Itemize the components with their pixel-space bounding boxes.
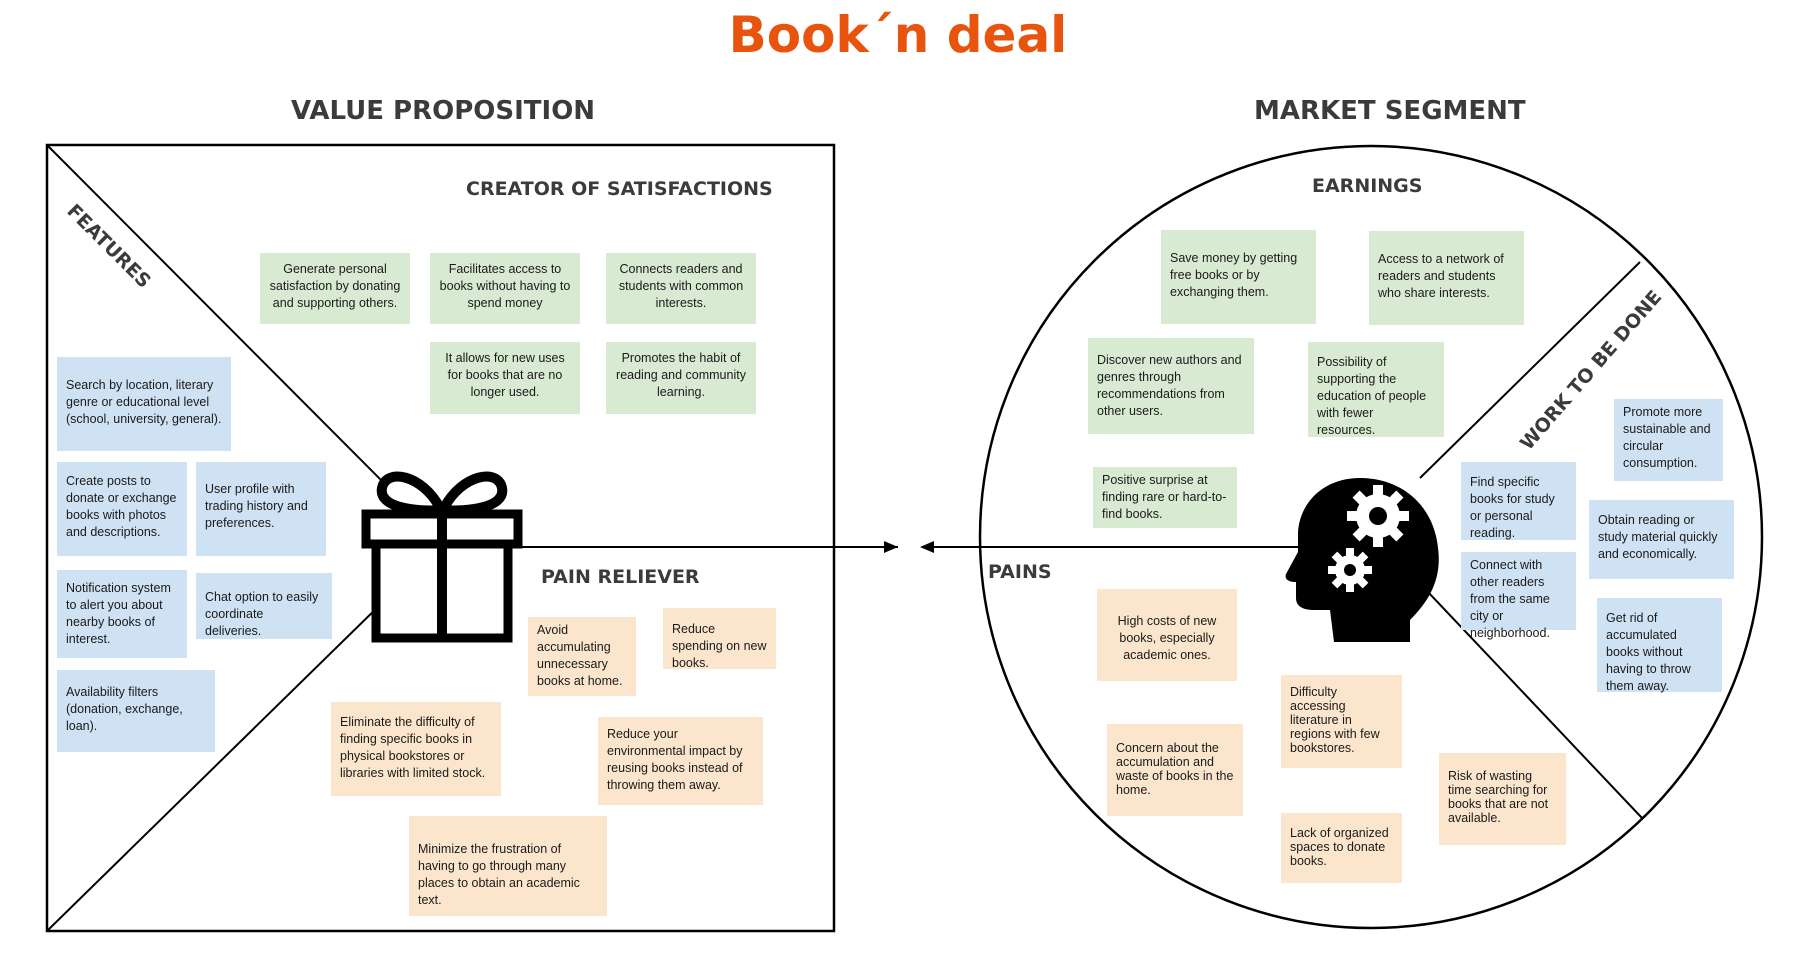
value-proposition-frame — [45, 143, 836, 933]
head-gears-icon — [1285, 478, 1439, 642]
feature-note: Create posts to donate or exchange books… — [57, 462, 187, 556]
page-title: Book´n deal — [728, 6, 1068, 64]
work-divider-lower — [1409, 572, 1643, 819]
pain-reliever-note: Avoid accumulating unnecessary books at … — [528, 617, 636, 696]
arrow-left-icon — [920, 541, 934, 553]
features-divider-upper — [46, 144, 386, 485]
pains-note: Risk of wasting time searching for books… — [1439, 753, 1566, 845]
earnings-note: Access to a network of readers and stude… — [1369, 231, 1524, 325]
arrow-right-icon — [884, 541, 898, 553]
features-divider-lower — [46, 599, 386, 932]
gift-icon — [361, 471, 523, 643]
work-note: Promote more sustainable and circular co… — [1614, 399, 1723, 481]
pains-note: Difficulty accessing literature in regio… — [1281, 675, 1402, 768]
earnings-note: Discover new authors and genres through … — [1088, 338, 1254, 434]
pain-reliever-note: Minimize the frustration of having to go… — [409, 816, 607, 916]
feature-note: Search by location, literary genre or ed… — [57, 357, 231, 451]
earnings-note: Positive surprise at finding rare or har… — [1093, 467, 1237, 528]
earnings-note: Possibility of supporting the education … — [1308, 342, 1444, 437]
value-proposition-heading: VALUE PROPOSITION — [291, 96, 596, 126]
creator-note: Facilitates access to books without havi… — [430, 253, 580, 324]
pain-reliever-label: PAIN RELIEVER — [541, 566, 700, 588]
creator-note: Generate personal satisfaction by donati… — [260, 253, 410, 324]
earnings-note: Save money by getting free books or by e… — [1161, 230, 1316, 324]
creator-note: Promotes the habit of reading and commun… — [606, 342, 756, 414]
pain-reliever-note: Eliminate the difficulty of finding spec… — [331, 702, 501, 796]
earnings-label: EARNINGS — [1312, 175, 1423, 197]
feature-note: Notification system to alert you about n… — [57, 570, 187, 658]
pain-reliever-note: Reduce spending on new books. — [663, 608, 776, 670]
pain-reliever-note: Reduce your environmental impact by reus… — [598, 717, 763, 805]
creator-note: It allows for new uses for books that ar… — [430, 342, 580, 414]
creator-note: Connects readers and students with commo… — [606, 253, 756, 324]
work-note: Find specific books for study or persona… — [1461, 462, 1576, 540]
pains-note: Lack of organized spaces to donate books… — [1281, 813, 1402, 883]
work-note: Connect with other readers from the same… — [1461, 552, 1576, 640]
market-segment-heading: MARKET SEGMENT — [1254, 96, 1526, 126]
work-divider-upper — [1419, 261, 1641, 479]
work-note: Obtain reading or study material quickly… — [1589, 500, 1734, 579]
creator-of-satisfactions-label: CREATOR OF SATISFACTIONS — [466, 178, 773, 200]
work-note: Get rid of accumulated books without hav… — [1597, 598, 1722, 693]
feature-note: Chat option to easily coordinate deliver… — [196, 573, 332, 639]
pains-note: High costs of new books, especially acad… — [1097, 589, 1237, 681]
market-segment-circle — [978, 144, 1764, 930]
pains-note: Concern about the accumulation and waste… — [1107, 724, 1243, 816]
feature-note: User profile with trading history and pr… — [196, 462, 326, 556]
pains-label: PAINS — [988, 561, 1052, 583]
feature-note: Availability filters (donation, exchange… — [57, 670, 215, 752]
